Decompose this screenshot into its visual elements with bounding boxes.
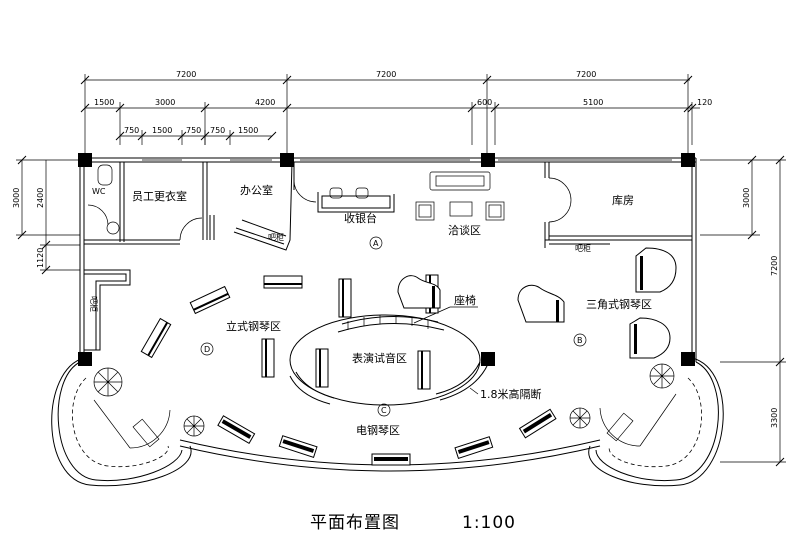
grand-piano [635,247,677,293]
leaders [413,306,479,395]
office-label: 办公室 [240,183,273,197]
dimension-texts: 7200 7200 7200 1500 3000 4200 600 5100 1… [12,70,779,428]
dim-top-mid-6: 120 [697,98,712,107]
entrances [93,363,677,449]
column [78,352,92,366]
digital-piano [217,415,256,445]
marker-c-label: C [381,406,387,415]
dim-top-major-2: 7200 [376,70,396,79]
revolving-door [183,415,205,437]
dim-left-1: 3000 [12,188,21,208]
revolving-door [93,367,123,397]
wc-fixtures [97,164,120,235]
cabinet-label-3: 吧柜 [89,296,99,312]
cabinet-label-1: 吧柜 [268,232,284,242]
dim-top-major-3: 7200 [576,70,596,79]
drawing-scale-text: 1:100 [462,513,516,533]
revolving-door [649,363,675,389]
upright-piano [261,338,275,378]
dim-top-mid-4: 600 [477,98,492,107]
marker-b: B [573,333,587,347]
grand-pianos [397,247,677,359]
interior-walls [84,161,692,351]
marker-c: C [377,403,391,417]
column [280,153,294,167]
negotiation-furniture [415,171,505,221]
digital-piano [454,436,494,459]
cashier-label: 收银台 [344,211,377,225]
column [681,352,695,366]
negotiation-label: 洽谈区 [448,224,481,237]
upright-piano [417,350,431,390]
revolving-door [569,407,591,429]
room-labels: WC 员工更衣室 办公室 收银台 洽谈区 库房 吧柜 吧柜 吧柜 立式钢琴区 三… [89,183,652,437]
partition-label: 1.8米高隔断 [480,387,542,401]
marker-d-label: D [204,345,210,354]
dim-right-2: 7200 [770,256,779,276]
column [481,352,495,366]
digital-piano-label: 电钢琴区 [356,424,400,437]
dim-top-mid-5: 5100 [583,98,603,107]
staff-locker-label: 员工更衣室 [132,189,187,203]
marker-a-label: A [373,239,379,248]
dim-left-2: 2400 [36,188,45,208]
column [681,153,695,167]
digital-piano [371,453,411,466]
dim-top-inner-1: 750 [124,126,139,135]
column [78,153,92,167]
dim-top-inner-3: 750 [186,126,201,135]
performance-label: 表演试音区 [352,351,407,365]
digital-pianos [217,408,557,466]
storage-label: 库房 [612,194,634,207]
dim-top-major-1: 7200 [176,70,196,79]
upright-piano-label: 立式钢琴区 [226,319,281,333]
drawing-title-text: 平面布置图 [310,513,400,533]
dim-left-3: 1120 [36,248,45,268]
upright-piano [315,348,329,388]
dimension-lines [16,74,786,467]
column [481,153,495,167]
grand-piano [397,275,441,309]
digital-piano [278,435,318,458]
digital-piano [518,408,557,439]
columns [78,153,695,366]
wc-label: WC [92,187,106,196]
grand-piano-label: 三角式钢琴区 [586,298,652,311]
upright-piano [263,275,303,289]
performance-area [289,314,489,406]
grand-piano [629,317,671,359]
cabinet-label-2: 吧柜 [575,243,591,253]
marker-b-label: B [577,336,583,345]
dim-top-inner-4: 750 [210,126,225,135]
dim-right-3: 3300 [770,408,779,428]
upright-piano [189,285,231,315]
drawing-title: 平面布置图 1:100 [310,513,516,533]
dim-top-mid-1: 1500 [94,98,114,107]
upright-pianos [140,274,439,390]
upright-piano [140,317,172,359]
marker-a: A [369,236,383,250]
view-markers: A B C D [200,236,587,417]
dim-top-inner-5: 1500 [238,126,258,135]
marker-d: D [200,342,214,356]
dim-top-inner-2: 1500 [152,126,172,135]
cashier-stools [329,187,369,199]
office-furniture [241,219,287,237]
grand-piano [517,284,565,323]
dim-top-mid-3: 4200 [255,98,275,107]
seat-label: 座椅 [454,293,476,307]
dim-right-1: 3000 [742,188,751,208]
upright-piano [338,278,352,318]
dim-top-mid-2: 3000 [155,98,175,107]
